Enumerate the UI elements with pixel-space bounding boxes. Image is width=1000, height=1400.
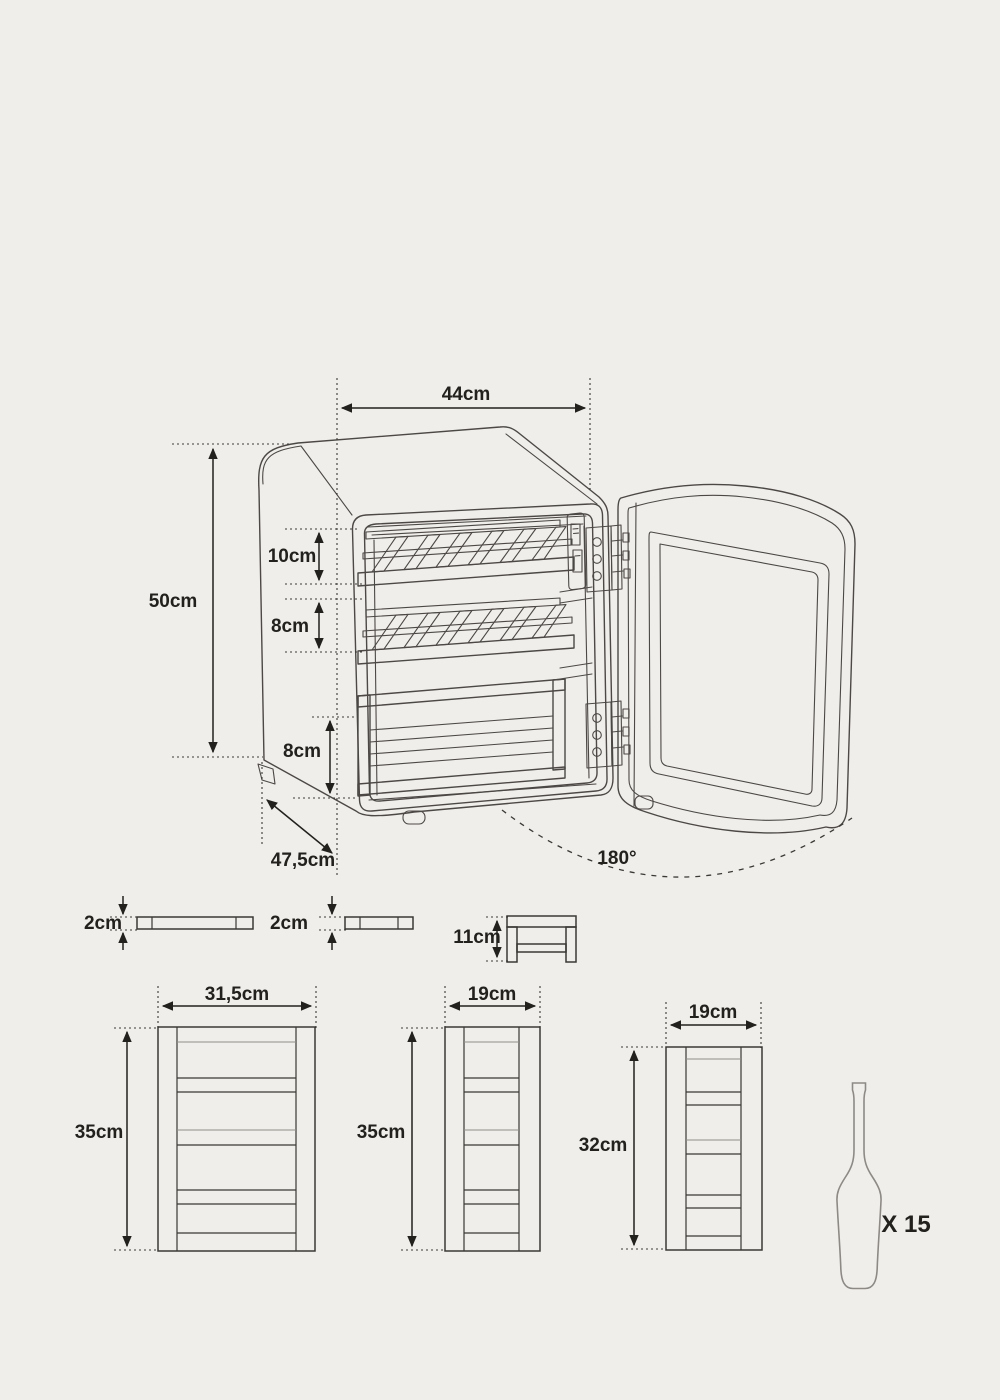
dim-rack-height: 11cm [453, 916, 508, 962]
rack-height-label: 11cm [453, 927, 501, 948]
shelf1-thickness-label: 2cm [84, 913, 122, 934]
door-swing-arc [501, 809, 853, 878]
wine-shelf-upper [357, 519, 575, 587]
fridge-back-foot [257, 763, 276, 785]
dim-middle-gap: 8cm [271, 598, 365, 653]
hinge-top [585, 524, 631, 593]
interior-floor [368, 783, 597, 801]
interior-right-wall [583, 525, 590, 779]
rack-plan-view [665, 1046, 763, 1251]
dim-rack-width: 19cm [665, 1002, 762, 1048]
shelf1-plan-view [157, 1026, 316, 1252]
interior-left-wall [373, 539, 378, 796]
door-opening [363, 513, 598, 802]
dim-shelf2-thickness: 2cm [270, 896, 347, 950]
interior-ceiling-back [371, 523, 584, 536]
shelf-rail [559, 662, 593, 669]
shelf1-side-view [136, 916, 254, 930]
shelf-detail-narrow: 2cm 19cm 35cm [270, 896, 541, 1252]
shelf-detail-wide: 2cm 31,5cm 35cm [75, 896, 317, 1252]
middle-gap-label: 8cm [271, 616, 309, 637]
rack-depth-label: 32cm [579, 1135, 628, 1156]
dim-depth: 47,5cm [261, 762, 335, 871]
shelf1-depth-label: 35cm [75, 1122, 124, 1143]
rack-width-label: 19cm [689, 1002, 738, 1023]
width-label: 44cm [442, 384, 491, 405]
dim-width: 44cm [336, 378, 591, 876]
shelf2-thickness-label: 2cm [270, 913, 308, 934]
cabinet-top-edge-inner [505, 433, 598, 505]
cabinet-corner-ridge [262, 445, 353, 516]
shelf2-width-label: 19cm [468, 984, 517, 1005]
dim-rack-depth: 32cm [579, 1046, 664, 1250]
fridge-drawing [257, 426, 856, 834]
shelf-detail-rack: 11cm 19cm 32cm [453, 915, 763, 1251]
fridge-foot [634, 795, 654, 810]
front-frame [351, 503, 608, 812]
interior-ceiling [367, 515, 587, 528]
dim-lower-gap: 8cm [283, 716, 358, 799]
door-angle-label: 180° [597, 848, 636, 869]
shelf1-width-label: 31,5cm [205, 984, 269, 1005]
dim-upper-gap: 10cm [268, 528, 363, 585]
control-panel [566, 512, 587, 591]
bottom-rack [357, 678, 566, 797]
fridge-door [617, 483, 856, 834]
shelf2-plan-view [444, 1026, 541, 1252]
cabinet-outline [257, 426, 614, 817]
bottle-count-label: X 15 [881, 1211, 930, 1238]
depth-label: 47,5cm [271, 850, 335, 871]
dim-height: 50cm [149, 443, 292, 758]
rack-side-view [506, 915, 577, 963]
door-glass [659, 543, 819, 795]
dim-shelf1-thickness: 2cm [84, 896, 139, 950]
dim-door-angle: 180° [501, 809, 853, 878]
lower-gap-label: 8cm [283, 741, 321, 762]
upper-gap-label: 10cm [268, 546, 317, 567]
door-hinge-edge [633, 502, 637, 807]
dim-shelf2-depth: 35cm [357, 1027, 443, 1251]
door-outline [617, 483, 856, 834]
shelf2-side-view [344, 916, 414, 930]
wine-bottle-icon [836, 1082, 882, 1290]
wine-shelf-lower [357, 597, 575, 665]
shelf2-depth-label: 35cm [357, 1122, 406, 1143]
dim-shelf2-width: 19cm [444, 984, 541, 1029]
dim-shelf1-width: 31,5cm [157, 984, 317, 1029]
door-inner-edge [627, 494, 846, 821]
door-glass-frame [648, 531, 830, 807]
bottle-capacity: X 15 [836, 1082, 931, 1290]
height-label: 50cm [149, 591, 198, 612]
shelf-rail [559, 597, 593, 604]
dim-shelf1-depth: 35cm [75, 1027, 156, 1251]
shelf-rail [559, 673, 593, 680]
fridge-dimensions: 44cm 50cm 10cm 8cm 8cm [149, 378, 853, 878]
hinge-bottom [585, 700, 631, 769]
fridge-foot [402, 810, 426, 825]
